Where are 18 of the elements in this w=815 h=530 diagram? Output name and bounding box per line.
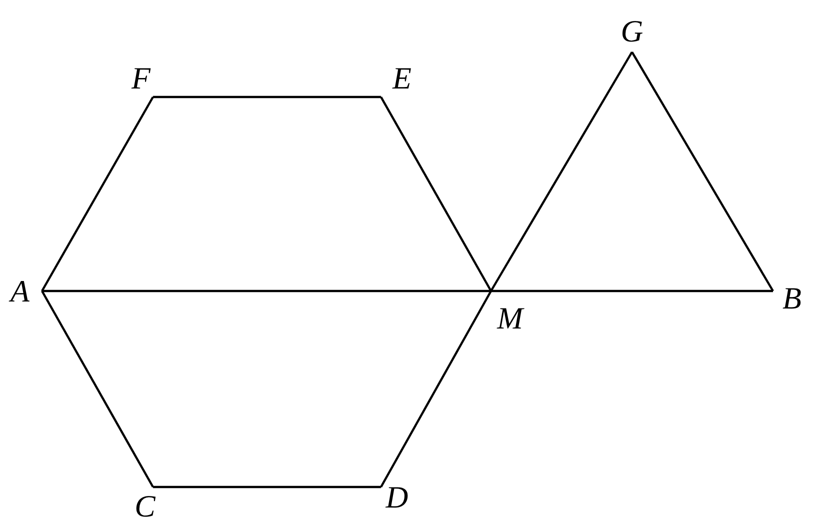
line-segment xyxy=(41,96,154,292)
point-label: B xyxy=(782,282,802,314)
point-label: F xyxy=(132,62,150,94)
point-label: G xyxy=(620,16,644,46)
line-segment xyxy=(631,51,774,292)
point-label: M xyxy=(497,302,523,334)
point-label: D xyxy=(386,482,408,512)
line-segment xyxy=(490,51,633,292)
point-label: E xyxy=(392,62,412,94)
point-label: C xyxy=(134,490,156,522)
point-label: A xyxy=(10,276,30,306)
line-segment xyxy=(41,290,154,488)
line-segment xyxy=(491,290,773,292)
line-segment xyxy=(153,486,381,488)
line-segment xyxy=(153,96,381,98)
line-segment xyxy=(42,290,491,292)
line-segment xyxy=(380,96,492,292)
line-segment xyxy=(380,290,492,488)
